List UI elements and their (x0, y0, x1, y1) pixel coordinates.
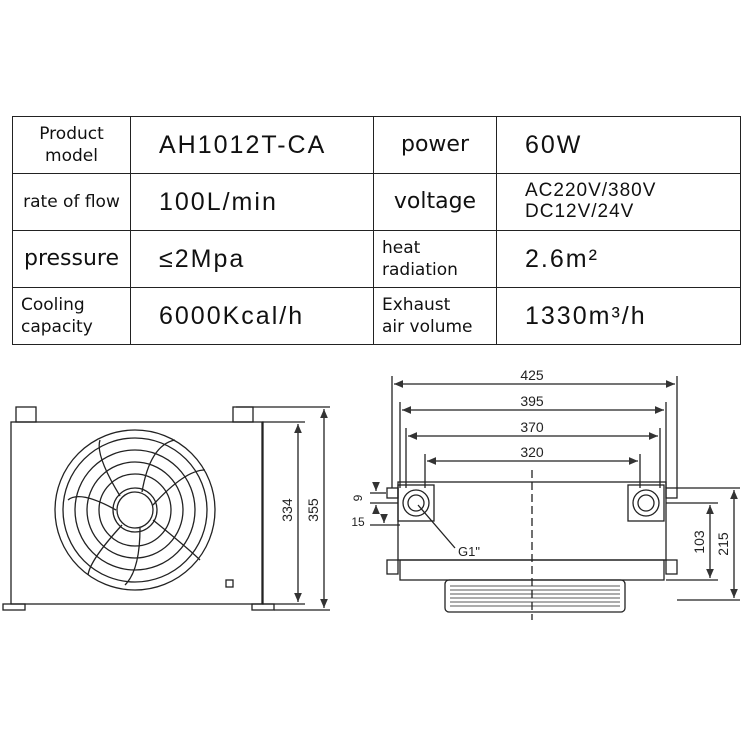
power-value: 60W (496, 116, 741, 174)
spec-table: Product model AH1012T-CA power 60W rate … (12, 116, 741, 345)
spec-row: pressure ≤2Mpa heat radiation 2.6m² (12, 230, 741, 288)
dim-334: 334 (279, 498, 295, 522)
front-left-port (15, 406, 37, 423)
dim-215: 215 (715, 532, 731, 556)
voltage-dc: DC12V/24V (525, 201, 635, 222)
heat-radiation-value: 2.6m² (496, 230, 741, 288)
cooling-capacity-value: 6000Kcal/h (130, 287, 374, 345)
port-size-label: G1" (458, 544, 480, 559)
pressure-label: pressure (12, 230, 131, 288)
dim-320: 320 (520, 444, 544, 460)
voltage-ac: AC220V/380V (525, 180, 657, 202)
cooling-capacity-label: Cooling capacity (12, 287, 131, 345)
voltage-label: voltage (373, 173, 497, 231)
right-port-icon (632, 489, 660, 517)
dim-395: 395 (520, 393, 544, 409)
front-right-port (232, 406, 254, 423)
voltage-value: AC220V/380V DC12V/24V (496, 173, 741, 231)
spec-row: rate of flow 100L/min voltage AC220V/380… (12, 173, 741, 231)
fan-shroud (444, 579, 626, 613)
spec-row: Cooling capacity 6000Kcal/h Exhaust air … (12, 287, 741, 345)
heat-radiation-label: heat radiation (373, 230, 497, 288)
front-left-foot (2, 603, 26, 611)
dim-355: 355 (305, 498, 321, 522)
fan-guard-icon (54, 429, 216, 591)
fan-fins-icon (450, 585, 620, 607)
product-model-label: Product model (12, 116, 131, 174)
dim-103: 103 (691, 530, 707, 554)
exhaust-air-value: 1330m³/h (496, 287, 741, 345)
side-view (370, 376, 740, 620)
front-view (2, 406, 330, 611)
dim-9: 9 (351, 494, 365, 501)
flow-rate-value: 100L/min (130, 173, 374, 231)
power-label: power (373, 116, 497, 174)
dim-425: 425 (520, 367, 544, 383)
pressure-value: ≤2Mpa (130, 230, 374, 288)
drain-plug-icon (225, 579, 234, 588)
dim-370: 370 (520, 419, 544, 435)
product-model-value: AH1012T-CA (130, 116, 374, 174)
spec-row: Product model AH1012T-CA power 60W (12, 116, 741, 174)
dim-15: 15 (351, 515, 365, 529)
right-port-block (627, 484, 665, 522)
front-right-foot (251, 603, 275, 611)
left-port-icon (402, 489, 430, 517)
front-housing (10, 421, 264, 605)
